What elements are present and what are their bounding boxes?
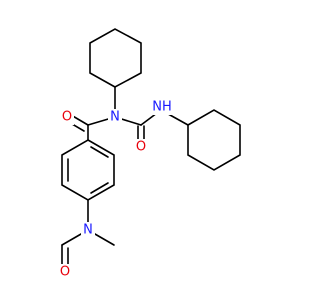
- molecule-structure: N NH N O O O: [58, 28, 241, 280]
- atom-o2: O: [134, 139, 148, 155]
- atom-nh-label: NH: [152, 100, 172, 115]
- atom-o1: O: [60, 109, 74, 125]
- atom-n3: N: [81, 222, 95, 238]
- atom-o3-label: O: [60, 265, 70, 280]
- benzene-ring: [61, 139, 115, 201]
- atom-nh: NH: [151, 99, 173, 115]
- top-cyclohexyl-ring: [89, 28, 142, 88]
- atom-n1: N: [108, 109, 122, 125]
- atom-labels: N NH N O O O: [58, 99, 173, 280]
- atom-o1-label: O: [62, 110, 72, 125]
- right-cyclohexyl-ring: [187, 109, 241, 171]
- atom-o3: O: [58, 264, 72, 280]
- atom-n3-label: N: [83, 223, 93, 238]
- atom-n1-label: N: [110, 110, 120, 125]
- atom-o2-label: O: [136, 140, 146, 155]
